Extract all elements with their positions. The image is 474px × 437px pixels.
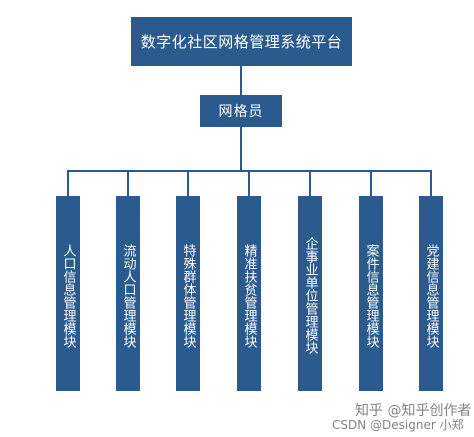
module-label: 流动人口管理模块 bbox=[120, 243, 136, 348]
connector-drop bbox=[248, 170, 250, 196]
grid-manager-label: 网格员 bbox=[218, 104, 264, 120]
module-node: 企事业单位管理模块 bbox=[298, 196, 322, 391]
module-node: 人口信息管理模块 bbox=[56, 196, 80, 391]
platform-node: 数字化社区网格管理系统平台 bbox=[131, 17, 352, 66]
connector-drop bbox=[430, 170, 432, 196]
connector-drop bbox=[67, 170, 69, 196]
connector-drop bbox=[127, 170, 129, 196]
connector-drop bbox=[187, 170, 189, 196]
module-node: 精准扶贫管理模块 bbox=[237, 196, 261, 391]
module-node: 案件信息管理模块 bbox=[359, 196, 383, 391]
connector-gridman-to-bus bbox=[240, 127, 242, 171]
watermark-csdn: CSDN @Designer 小郑 bbox=[332, 418, 464, 432]
module-label: 党建信息管理模块 bbox=[423, 243, 439, 348]
connector-drop bbox=[309, 170, 311, 196]
watermark-zhihu: 知乎 @知乎创作者 bbox=[355, 403, 472, 419]
module-label: 精准扶贫管理模块 bbox=[241, 243, 257, 348]
connector-platform-to-gridman bbox=[240, 66, 242, 95]
module-node: 流动人口管理模块 bbox=[116, 196, 140, 391]
module-node: 党建信息管理模块 bbox=[419, 196, 443, 391]
module-node: 特殊群体管理模块 bbox=[176, 196, 200, 391]
module-label: 特殊群体管理模块 bbox=[180, 243, 196, 348]
module-label: 企事业单位管理模块 bbox=[302, 237, 318, 354]
grid-manager-node: 网格员 bbox=[200, 95, 282, 127]
platform-label: 数字化社区网格管理系统平台 bbox=[140, 33, 343, 51]
module-label: 案件信息管理模块 bbox=[363, 243, 379, 348]
module-label: 人口信息管理模块 bbox=[60, 243, 76, 348]
connector-drop bbox=[370, 170, 372, 196]
